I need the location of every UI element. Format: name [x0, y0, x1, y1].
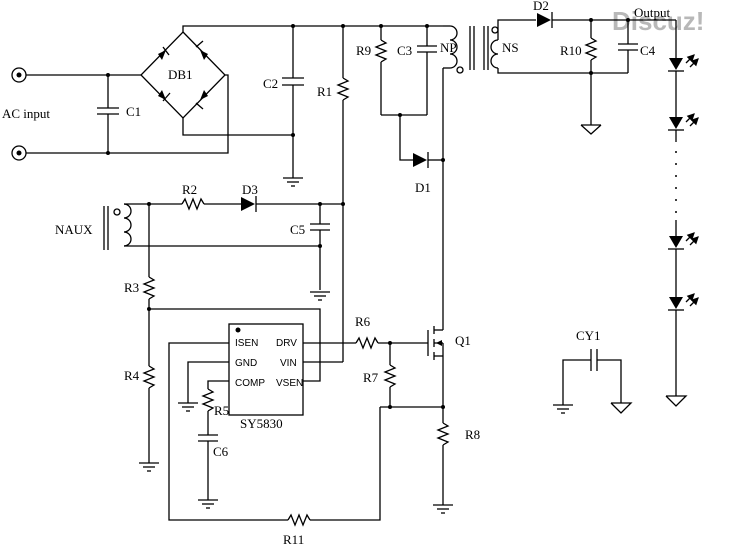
ic-name-label: SY5830 [240, 416, 283, 431]
aux-winding-naux [103, 203, 321, 290]
transformer-primary-np [442, 25, 475, 330]
resistor-r7 [310, 343, 443, 521]
d2-label: D2 [533, 0, 549, 13]
c6-label: C6 [213, 444, 229, 459]
capacitor-cy1 [553, 349, 633, 414]
naux-label: NAUX [55, 222, 93, 237]
r3-label: R3 [124, 280, 139, 295]
r2-label: R2 [182, 182, 197, 197]
capacitor-c4 [618, 18, 638, 73]
capacitor-c5 [310, 204, 330, 301]
resistor-r10 [580, 18, 602, 135]
diode-d1 [413, 152, 445, 168]
c3-label: C3 [397, 43, 412, 58]
d3-label: D3 [242, 182, 258, 197]
resistor-r6 [355, 336, 428, 350]
bridge-rectifier-db1 [140, 25, 443, 136]
resistor-r3 [142, 202, 321, 382]
r7-label: R7 [363, 370, 379, 385]
led-string [665, 20, 699, 407]
capacitor-c6 [198, 434, 218, 509]
ac-input-terminals [11, 67, 229, 161]
resistor-r4 [139, 365, 159, 472]
cy1-label: CY1 [576, 328, 601, 343]
resistor-r11 [287, 513, 311, 527]
np-label: NP [440, 40, 457, 55]
r1-label: R1 [317, 84, 332, 99]
diode-d3 [241, 196, 345, 212]
resistor-r2 [181, 197, 241, 211]
r11-label: R11 [283, 532, 304, 547]
output-label: Output [634, 5, 671, 20]
resistor-r1 [336, 24, 350, 205]
pin-vsen-label: VSEN [276, 378, 303, 389]
r5-label: R5 [214, 403, 229, 418]
pin-vin-label: VIN [280, 358, 297, 369]
c2-label: C2 [263, 76, 278, 91]
capacitor-c1 [97, 73, 119, 155]
ic-sy5830 [168, 205, 356, 521]
db1-label: DB1 [168, 67, 193, 82]
c1-label: C1 [126, 104, 141, 119]
c5-label: C5 [290, 222, 305, 237]
mosfet-q1 [427, 326, 445, 409]
capacitor-c2 [282, 24, 304, 187]
transformer-secondary-ns [483, 19, 628, 74]
pin-drv-label: DRV [276, 338, 297, 349]
r9-label: R9 [356, 43, 371, 58]
resistor-r5 [201, 388, 215, 435]
pin-gnd-label: GND [235, 358, 257, 369]
r10-label: R10 [560, 43, 582, 58]
r4-label: R4 [124, 368, 140, 383]
ns-label: NS [502, 40, 519, 55]
pin-comp-label: COMP [235, 378, 265, 389]
pin-isen-label: ISEN [235, 338, 258, 349]
diode-d2 [537, 12, 676, 28]
q1-label: Q1 [455, 333, 471, 348]
ac-input-label: AC input [2, 106, 50, 121]
r8-label: R8 [465, 427, 480, 442]
snubber-r9-c3 [374, 24, 437, 161]
resistor-r8 [433, 407, 453, 514]
r6-label: R6 [355, 314, 371, 329]
c4-label: C4 [640, 43, 656, 58]
d1-label: D1 [415, 180, 431, 195]
